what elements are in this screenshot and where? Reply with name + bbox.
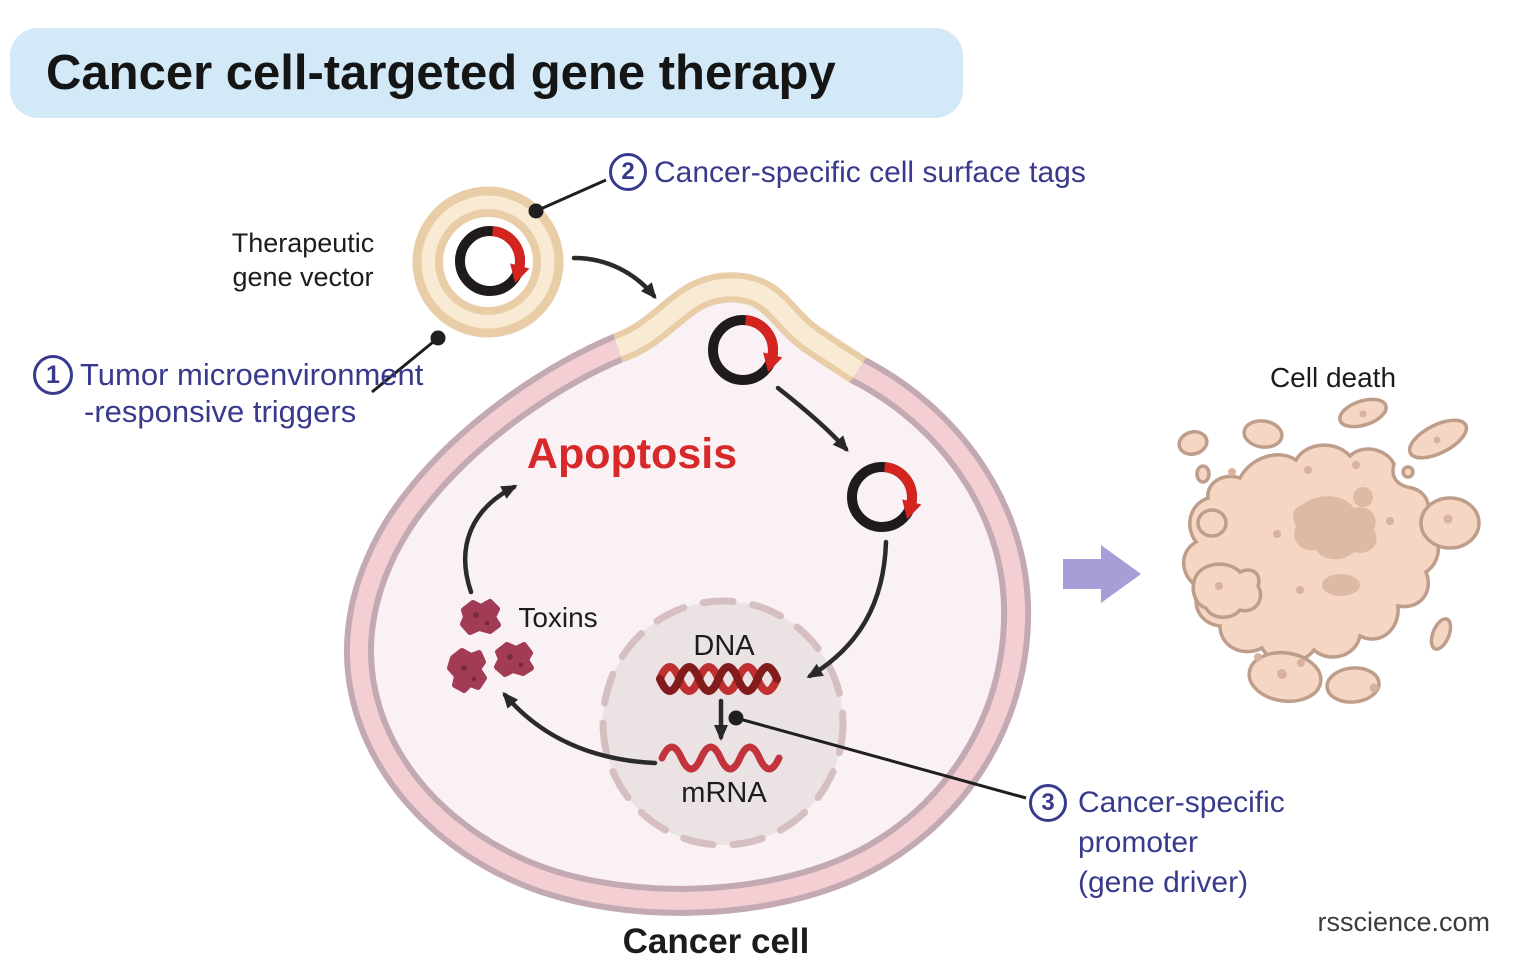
mrna-label: mRNA (681, 777, 767, 809)
plasmid-icon (708, 315, 783, 385)
dna-label: DNA (693, 630, 755, 662)
dna-helix-icon (656, 663, 781, 695)
arrow-plasmid-to-nucleus (806, 539, 889, 679)
toxins-label: Toxins (518, 602, 598, 633)
vector-label-line1: Therapeutic (231, 228, 375, 258)
dead-cell-debris (1177, 397, 1481, 704)
page-title: Cancer cell-targeted gene therapy (46, 46, 836, 100)
title-banner (10, 28, 963, 118)
watermark: rsscience.com (1317, 907, 1490, 937)
step-3-badge: 3 (1029, 784, 1067, 822)
arrow-toxins-to-apoptosis (462, 484, 518, 595)
membrane-fusion-site (612, 272, 867, 383)
plasmid-icon (847, 462, 922, 532)
arrow-mrna-to-toxins (502, 691, 658, 766)
step-1-label-line2: -responsive triggers (84, 394, 357, 429)
plasmid-icon (455, 226, 530, 296)
step-3-label-line2: promoter (1078, 826, 1199, 859)
step-2-badge: 2 (609, 153, 647, 191)
callout-lines (371, 178, 1027, 800)
step-3-label-line3: (gene driver) (1078, 866, 1249, 899)
vector-label-line2: gene vector (232, 262, 374, 292)
toxin-blobs (447, 599, 534, 693)
cell-death-label: Cell death (1269, 362, 1397, 393)
arrow-plasmid-entry (775, 385, 849, 452)
cancer-cell-label: Cancer cell (622, 922, 810, 961)
step-1-badge: 1 (33, 355, 73, 395)
arrow-vector-to-cell (571, 255, 657, 300)
result-arrow-icon (1063, 545, 1141, 603)
step-1-label-line1: Tumor microenvironment (80, 357, 424, 392)
step-3-label-line1: Cancer-specific (1078, 786, 1285, 819)
mrna-wave-icon (658, 743, 783, 773)
apoptosis-label: Apoptosis (526, 430, 738, 478)
step-2-label: Cancer-specific cell surface tags (654, 156, 1086, 189)
